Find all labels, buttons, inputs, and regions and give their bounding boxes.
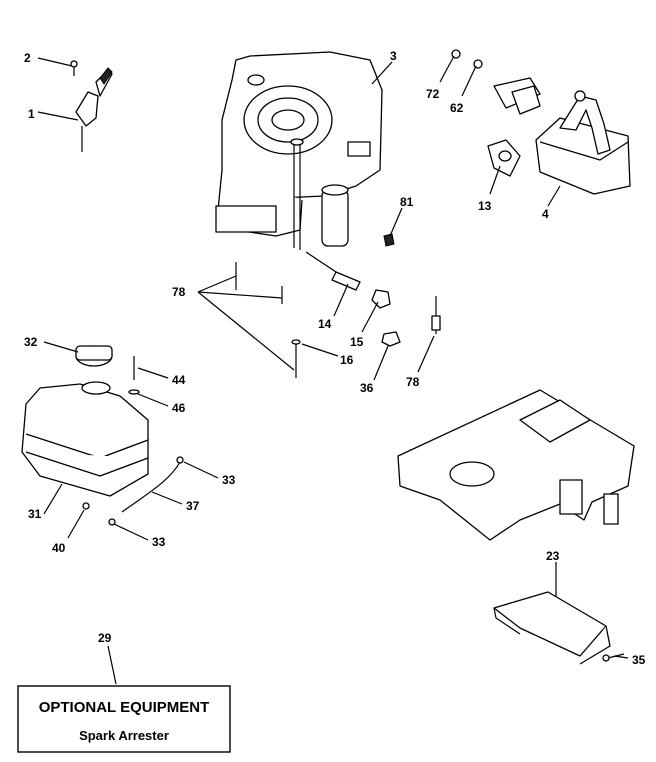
- leader-lines: [37, 55, 629, 685]
- callout-2: 2: [24, 51, 31, 65]
- engine: [215, 51, 383, 250]
- optional-equipment-title: OPTIONAL EQUIPMENT: [39, 699, 210, 716]
- muffler-assembly: [451, 49, 631, 195]
- callout-33: 33: [222, 473, 236, 487]
- callout-62: 62: [450, 101, 464, 115]
- spark-arrester-bracket: [493, 591, 625, 665]
- callout-13: 13: [478, 199, 492, 213]
- callout-72: 72: [426, 87, 440, 101]
- callout-37: 37: [186, 499, 200, 513]
- callout-23: 23: [546, 549, 560, 563]
- callout-31: 31: [28, 507, 42, 521]
- callout-3: 3: [390, 49, 397, 63]
- fuel-fitting: [305, 251, 391, 309]
- callout-44: 44: [172, 373, 186, 387]
- callout-81: 81: [400, 195, 414, 209]
- optional-equipment-box: OPTIONAL EQUIPMENT Spark Arrester: [17, 685, 231, 753]
- callout-labels: 1 2 3 72 62 13 4 81 78 14 15 16 36 78 32…: [24, 49, 646, 667]
- callout-14: 14: [318, 317, 332, 331]
- callout-78-bolt: 78: [406, 375, 420, 389]
- callout-40: 40: [52, 541, 66, 555]
- callout-33-lower: 33: [152, 535, 166, 549]
- callout-36: 36: [360, 381, 374, 395]
- callout-29: 29: [98, 631, 112, 645]
- callout-32: 32: [24, 335, 38, 349]
- callout-35: 35: [632, 653, 646, 667]
- callout-4: 4: [542, 207, 549, 221]
- engine-mounting-plate: [397, 389, 635, 541]
- callout-16: 16: [340, 353, 354, 367]
- callout-1: 1: [28, 107, 35, 121]
- callout-78: 78: [172, 285, 186, 299]
- throttle-control: [70, 60, 113, 152]
- fuel-tank: [21, 345, 184, 526]
- callout-15: 15: [350, 335, 364, 349]
- callout-46: 46: [172, 401, 186, 415]
- optional-equipment-subtitle: Spark Arrester: [79, 728, 169, 743]
